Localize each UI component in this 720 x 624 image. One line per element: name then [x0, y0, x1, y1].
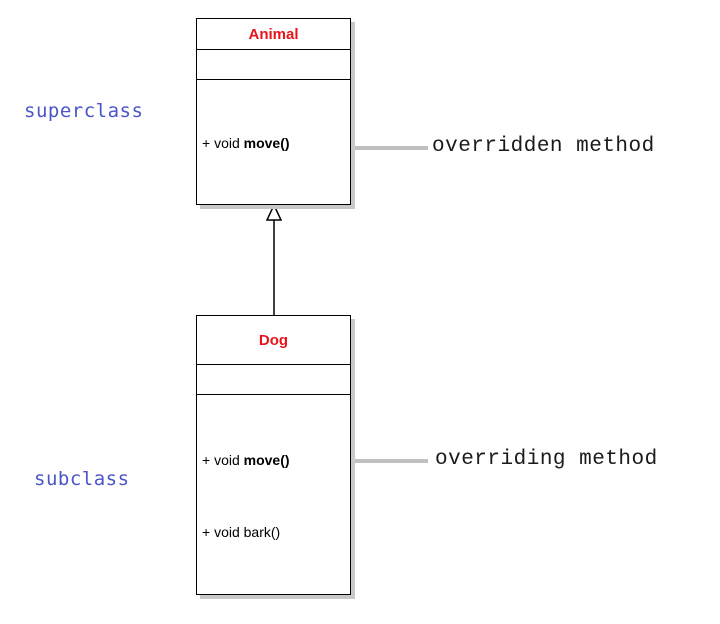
overridden-method-note: overridden method: [432, 135, 655, 158]
dog-method-bark-text: + void bark(): [202, 524, 281, 540]
animal-class-box: Animal + void move(): [196, 18, 351, 205]
animal-method-name: move(): [243, 135, 290, 151]
superclass-label: superclass: [24, 100, 144, 122]
subclass-label: subclass: [34, 468, 130, 490]
inheritance-arrowhead: [265, 203, 283, 221]
dog-method-move-prefix: + void: [202, 452, 244, 468]
dog-class-box: Dog + void move() + void bark(): [196, 315, 351, 595]
animal-attributes-compartment: [197, 50, 350, 80]
animal-class-name: Animal: [197, 19, 350, 50]
animal-method-move: + void move(): [202, 135, 290, 151]
animal-method-prefix: + void: [202, 135, 244, 151]
dog-attributes-compartment: [197, 365, 350, 395]
dog-method-bark: + void bark(): [202, 524, 280, 540]
overriding-method-note: overriding method: [435, 448, 658, 471]
dog-class-name: Dog: [197, 316, 350, 365]
dog-method-move: + void move(): [202, 452, 290, 468]
dog-method-move-name: move(): [243, 452, 290, 468]
